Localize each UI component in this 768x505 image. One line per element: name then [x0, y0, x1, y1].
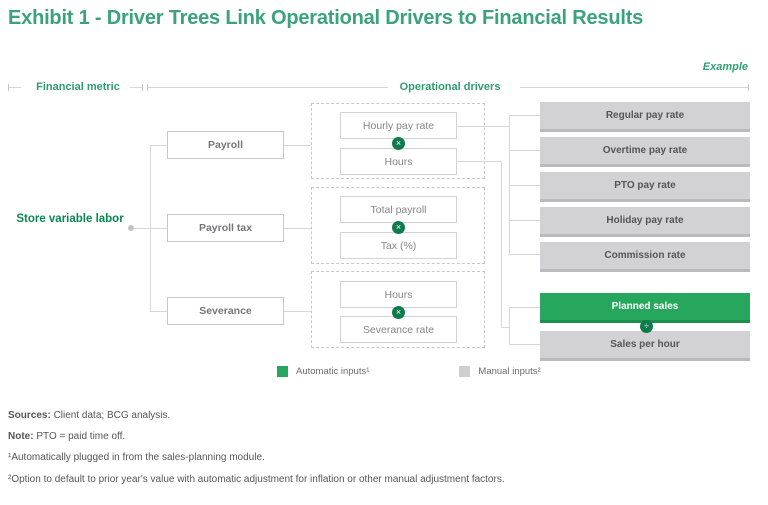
driver-label: Tax (%) — [380, 239, 417, 252]
input-box-planned-sales: Planned sales — [540, 293, 750, 323]
legend-label-automatic: Automatic inputs¹ — [296, 366, 370, 377]
sources-line: Sources: Client data; BCG analysis. — [8, 410, 170, 421]
example-tag: Example — [702, 61, 748, 73]
driver-box-hours-severance: Hours — [340, 281, 457, 308]
connector-line — [284, 228, 311, 229]
driver-label: Hours — [384, 155, 413, 168]
driver-box-hours: Hours — [340, 148, 457, 175]
metric-label: Payroll — [207, 139, 244, 151]
connector-line — [509, 220, 540, 221]
driver-group-payroll-tax — [311, 187, 485, 264]
connector-line — [284, 311, 311, 312]
connector-line — [501, 327, 509, 328]
connector-line — [509, 307, 510, 345]
connector-line — [150, 311, 167, 312]
connector-line — [501, 161, 502, 327]
input-label: Overtime pay rate — [602, 145, 688, 156]
connector-dot — [128, 225, 134, 231]
divide-operator-icon: ÷ — [640, 320, 653, 333]
input-label: Commission rate — [604, 250, 686, 261]
input-label: Holiday pay rate — [606, 215, 684, 226]
metric-label: Severance — [199, 305, 252, 317]
axis-tick — [8, 84, 9, 91]
driver-box-severance-rate: Severance rate — [340, 316, 457, 343]
connector-line — [150, 145, 167, 146]
connector-line — [284, 145, 311, 146]
axis-line — [148, 87, 388, 88]
footnote-2: ²Option to default to prior year's value… — [8, 474, 505, 485]
connector-line — [509, 150, 540, 151]
driver-group-payroll — [311, 103, 485, 179]
connector-line — [509, 307, 540, 308]
input-box-holiday-pay-rate: Holiday pay rate — [540, 207, 750, 237]
axis-line — [9, 87, 21, 88]
legend: Automatic inputs¹ Manual inputs² — [277, 366, 541, 377]
input-box-pto-pay-rate: PTO pay rate — [540, 172, 750, 202]
sources-text: Client data; BCG analysis. — [50, 410, 171, 421]
driver-box-hourly-pay-rate: Hourly pay rate — [340, 112, 457, 139]
input-box-overtime-pay-rate: Overtime pay rate — [540, 137, 750, 167]
connector-line — [150, 145, 151, 312]
automatic-inputs-swatch-icon — [277, 366, 288, 377]
metric-box-payroll-tax: Payroll tax — [167, 214, 284, 242]
connector-line — [457, 161, 501, 162]
connector-line — [509, 185, 540, 186]
axis-tick — [748, 84, 749, 91]
axis-label-financial-metric: Financial metric — [36, 81, 120, 93]
metric-box-payroll: Payroll — [167, 131, 284, 159]
connector-line — [457, 126, 509, 127]
driver-box-total-payroll: Total payroll — [340, 196, 457, 223]
multiply-operator-icon: × — [392, 306, 405, 319]
driver-label: Hours — [384, 288, 413, 301]
root-metric-label: Store variable labor — [16, 213, 124, 225]
legend-label-manual: Manual inputs² — [478, 366, 541, 377]
driver-label: Total payroll — [370, 203, 427, 216]
driver-label: Severance rate — [362, 323, 435, 336]
input-label: Sales per hour — [610, 339, 680, 350]
footnote-1: ¹Automatically plugged in from the sales… — [8, 452, 265, 463]
metric-box-severance: Severance — [167, 297, 284, 325]
axis-tick — [147, 84, 148, 91]
input-label: Planned sales — [611, 301, 679, 312]
manual-inputs-swatch-icon — [459, 366, 471, 377]
input-box-sales-per-hour: Sales per hour — [540, 331, 750, 361]
driver-box-tax-percent: Tax (%) — [340, 232, 457, 259]
axis-label-operational-drivers: Operational drivers — [399, 81, 501, 93]
note-line: Note: PTO = paid time off. — [8, 431, 125, 442]
connector-line — [509, 254, 540, 255]
input-label: Regular pay rate — [605, 110, 685, 121]
connector-line — [509, 115, 540, 116]
axis-line — [130, 87, 142, 88]
multiply-operator-icon: × — [392, 221, 405, 234]
input-label: PTO pay rate — [614, 180, 676, 191]
axis-line — [520, 87, 748, 88]
metric-label: Payroll tax — [198, 222, 253, 234]
sources-label: Sources: — [8, 410, 51, 421]
driver-group-severance — [311, 271, 485, 348]
page-title: Exhibit 1 - Driver Trees Link Operationa… — [8, 7, 644, 29]
note-label: Note: — [8, 431, 34, 442]
note-text: PTO = paid time off. — [33, 431, 126, 442]
axis-tick — [142, 84, 143, 91]
connector-line — [509, 344, 540, 345]
input-box-regular-pay-rate: Regular pay rate — [540, 102, 750, 132]
multiply-operator-icon: × — [392, 137, 405, 150]
input-box-commission-rate: Commission rate — [540, 242, 750, 272]
driver-label: Hourly pay rate — [362, 119, 435, 132]
